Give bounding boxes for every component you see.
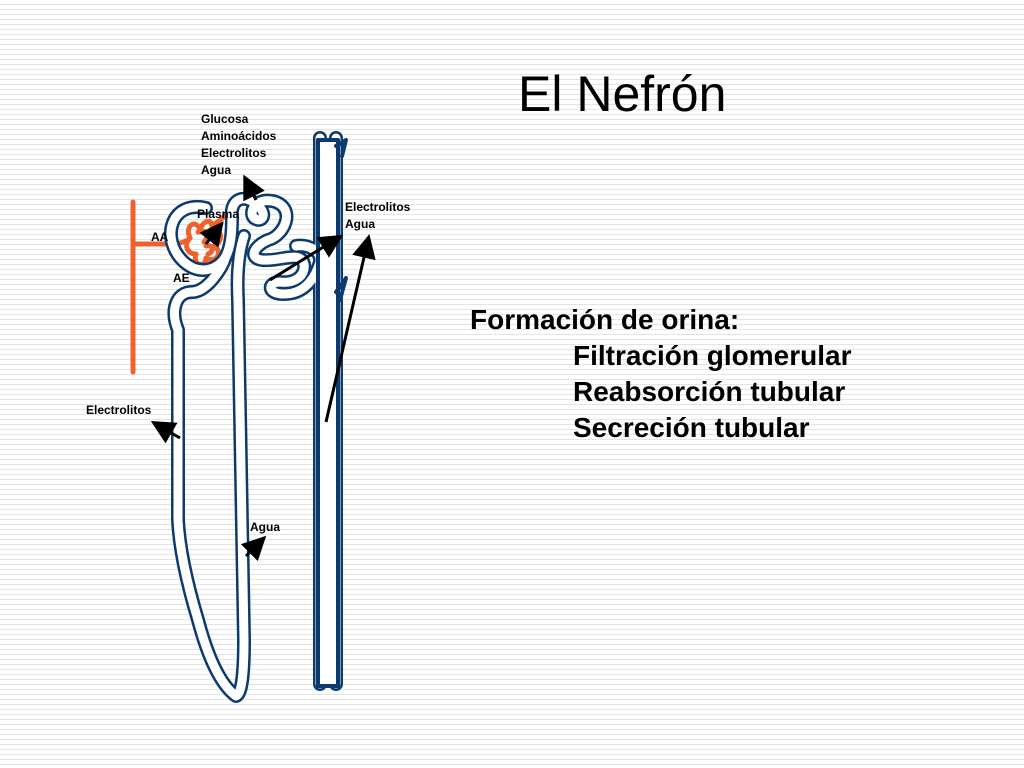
formation-item-reabsorption: Reabsorción tubular [573,376,846,407]
urine-formation-list: Formación de orina: Filtración glomerula… [470,302,852,446]
formation-item-filtration: Filtración glomerular [573,340,852,371]
label-glucosa: Glucosa [201,112,249,126]
arrow-electrolitos-left [150,420,181,444]
label-agua-top: Agua [201,163,231,177]
label-agua-duct: Agua [345,217,375,231]
arrow-collecting-duct [324,234,376,423]
arrow-agua-bottom [240,535,267,562]
duct-branch-lower [334,276,348,302]
duct-branch [334,138,348,158]
label-electrolitos-top: Electrolitos [201,146,267,160]
formation-heading: Formación de orina: [470,304,740,335]
arrow-filtrate [243,174,265,202]
transport-arrows [150,174,376,562]
slide-title: El Nefrón [518,66,727,122]
nephron-tubule [163,131,348,703]
label-electrolitos-left: Electrolitos [86,403,152,417]
arrow-reabsorption-upper [269,234,344,282]
label-ae: AE [173,271,190,285]
label-agua-bottom: Agua [250,520,280,534]
arrow-plasma [199,221,224,248]
glomerulus-loops [195,228,215,257]
label-aa: AA [151,230,169,244]
label-electrolitos-duct: Electrolitos [345,200,411,214]
tubule-lumen [166,133,341,701]
formation-item-secretion: Secreción tubular [573,412,810,443]
label-aminoacidos: Aminoácidos [201,129,277,143]
label-plasma: Plasma [197,207,239,221]
